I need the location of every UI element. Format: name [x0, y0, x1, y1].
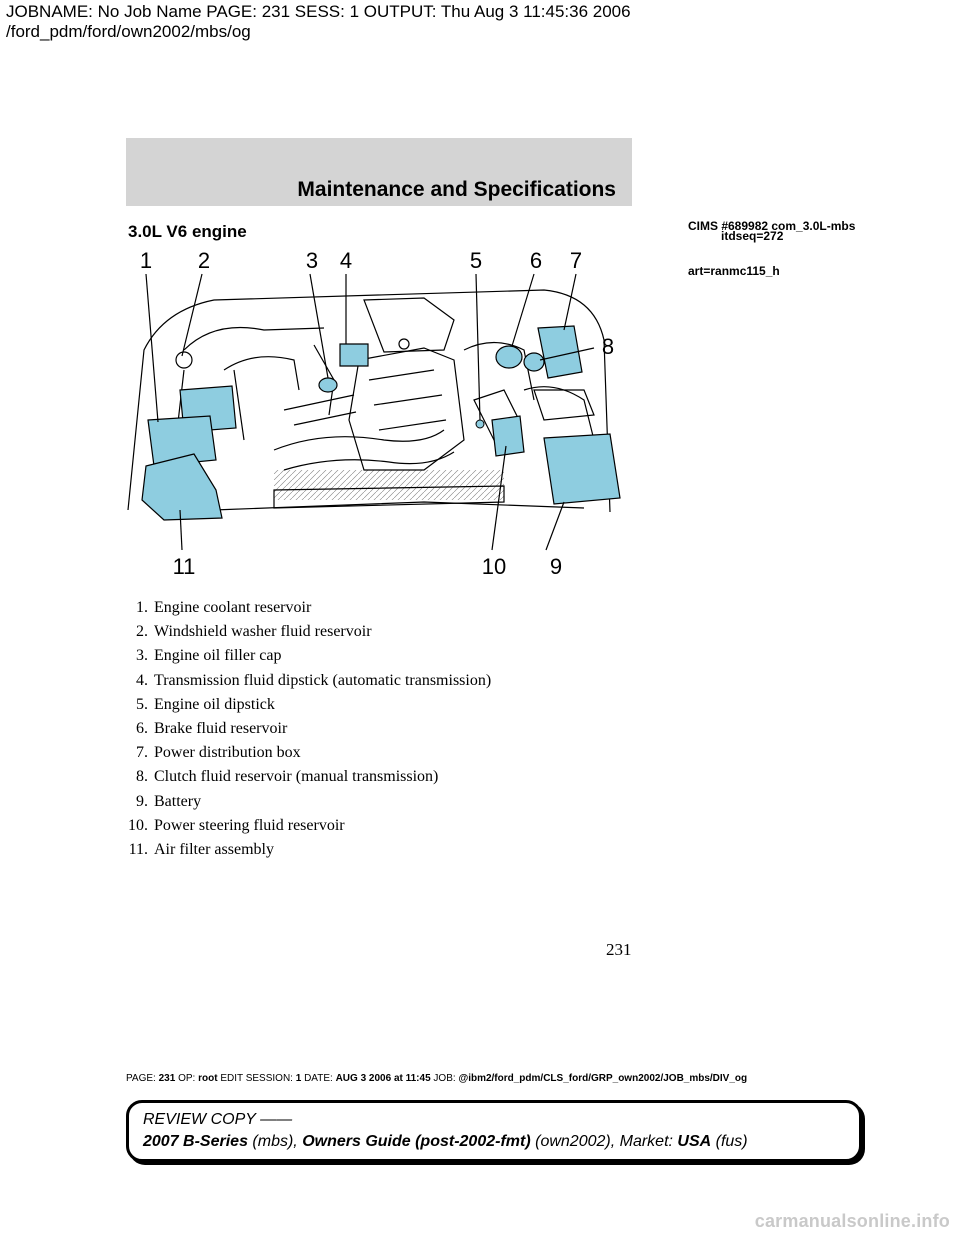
brake-fluid-reservoir-shape — [495, 345, 523, 369]
review-copy-label: REVIEW COPY —— — [143, 1111, 293, 1128]
callout-3: 3 — [306, 248, 318, 273]
leader-lines — [145, 273, 595, 551]
cims-line2: itdseq=272 — [721, 229, 784, 243]
legend-item: 1.Engine coolant reservoir — [136, 599, 312, 616]
job-header-line1: JOBNAME: No Job Name PAGE: 231 SESS: 1 O… — [6, 2, 631, 21]
callout-11: 11 — [173, 554, 196, 579]
callout-8: 8 — [602, 334, 614, 359]
component-legend: 1.Engine coolant reservoir 2.Windshield … — [110, 596, 491, 862]
callout-4: 4 — [340, 248, 352, 273]
review-copy-details: 2007 B-Series (mbs), Owners Guide (post-… — [143, 1133, 748, 1150]
watermark: carmanualsonline.info — [754, 1211, 950, 1231]
transmission-dipstick-shape — [339, 343, 369, 367]
legend-item: 7.Power distribution box — [136, 744, 301, 762]
callout-2: 2 — [198, 248, 210, 273]
legend-item: 6.Brake fluid reservoir — [136, 719, 288, 737]
legend-item: 2.Windshield washer fluid reservoir — [136, 623, 372, 641]
review-copy-box: REVIEW COPY —— 2007 B-Series (mbs), Owne… — [126, 1100, 862, 1162]
air-filter-shape — [141, 453, 223, 521]
art-reference: art=ranmc115_h — [688, 264, 780, 278]
legend-item: 3.Engine oil filler cap — [136, 647, 282, 665]
legend-item: 4.Transmission fluid dipstick (automatic… — [136, 671, 492, 689]
power-distribution-box-shape — [537, 325, 583, 379]
job-header-line2: /ford_pdm/ford/own2002/mbs/og — [6, 22, 251, 41]
legend-item: 8.Clutch fluid reservoir (manual transmi… — [136, 768, 439, 786]
callout-7: 7 — [570, 248, 582, 273]
callout-6: 6 — [530, 248, 542, 273]
page-title: Maintenance and Specifications — [297, 178, 616, 201]
callout-labels: 1 2 3 4 5 6 7 8 9 10 11 — [140, 248, 614, 579]
clutch-fluid-reservoir-shape — [523, 352, 545, 372]
oil-dipstick-handle-shape — [475, 419, 485, 429]
legend-item: 9.Battery — [136, 792, 202, 810]
page-info-line: PAGE: 231 OP: root EDIT SESSION: 1 DATE:… — [126, 1073, 748, 1084]
engine-compartment-illustration: 1 2 3 4 5 6 7 8 9 10 11 — [127, 248, 621, 579]
highlighted-components — [141, 325, 621, 521]
callout-1: 1 — [140, 248, 152, 273]
legend-item: 11.Air filter assembly — [128, 840, 274, 858]
section-header-bar: Maintenance and Specifications — [126, 138, 632, 206]
section-title: 3.0L V6 engine — [128, 222, 247, 241]
battery-shape — [543, 433, 621, 505]
callout-10: 10 — [482, 554, 506, 579]
legend-item: 5.Engine oil dipstick — [136, 695, 275, 713]
coolant-reservoir-shape — [147, 415, 217, 467]
legend-item: 10.Power steering fluid reservoir — [128, 816, 345, 834]
cims-reference: CIMS #689982 com_3.0L-mbs itdseq=272 — [688, 219, 856, 243]
oil-filler-cap-shape — [318, 377, 338, 393]
callout-9: 9 — [550, 554, 562, 579]
cims-line1: CIMS #689982 com_3.0L-mbs — [688, 219, 856, 233]
callout-5: 5 — [470, 248, 482, 273]
page-number: 231 — [606, 940, 632, 959]
power-steering-reservoir-shape — [491, 415, 525, 457]
